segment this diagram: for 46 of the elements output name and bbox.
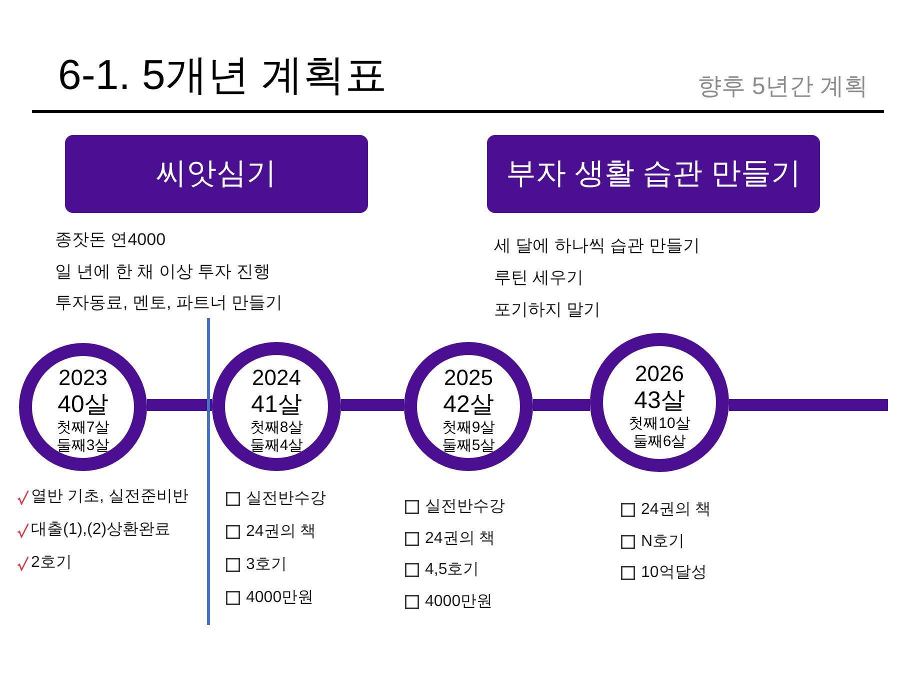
year-text: 2023 (58, 365, 108, 391)
child-age-text: 첫째7살 (56, 419, 110, 437)
age-text: 42살 (443, 390, 494, 418)
child-age-text: 첫째9살 (442, 418, 496, 436)
age-text: 43살 (634, 386, 685, 414)
timeline-line (146, 399, 212, 411)
task-text: 24권의 책 (425, 528, 496, 548)
goal-text: 투자동료, 멘토, 파트너 만들기 (55, 292, 283, 314)
year-text: 2024 (252, 364, 301, 390)
task-text: 열반 기초, 실전준비반 (31, 487, 188, 507)
child-age-text: 첫째8살 (250, 418, 304, 436)
phase-box (487, 135, 820, 213)
age-text: 40살 (58, 391, 108, 419)
goal-text: 종잣돈 연4000 (55, 229, 166, 251)
task-text: 24권의 책 (246, 522, 316, 542)
age-text: 41살 (251, 390, 302, 418)
goal-text: 세 달에 하나씩 습관 만들기 (494, 235, 700, 257)
task-text: 실전반수강 (246, 489, 326, 509)
task-text: 실전반수강 (425, 497, 505, 517)
title: 6-1. 5개년 계획표 (58, 50, 388, 100)
phase-title: 씨앗심기 (156, 156, 276, 192)
timeline-line (728, 399, 888, 411)
child-age-text: 둘째4살 (250, 436, 304, 454)
task-text: 4000만원 (246, 588, 314, 608)
phase-title: 부자 생활 습관 만들기 (506, 156, 801, 192)
task-text: 10억달성 (641, 563, 707, 583)
goal-text: 포기하지 말기 (494, 299, 601, 321)
goal-text: 일 년에 한 채 이상 투자 진행 (55, 260, 270, 282)
child-age-text: 둘째3살 (56, 437, 110, 455)
task-text: 4,5호기 (425, 560, 480, 580)
task-text: 24권의 책 (641, 500, 712, 520)
child-age-text: 둘째6살 (632, 432, 686, 450)
year-text: 2026 (635, 360, 684, 386)
task-text: 대출(1),(2)상환완료 (31, 520, 171, 540)
goal-text: 루틴 세우기 (494, 267, 584, 289)
child-age-text: 첫째10살 (628, 414, 690, 432)
subtitle: 향후 5년간 계획 (697, 72, 868, 102)
year-text: 2025 (444, 364, 493, 390)
task-text: 2호기 (31, 553, 72, 573)
task-text: 4000만원 (425, 592, 493, 612)
timeline-line (340, 399, 404, 411)
timeline-line (532, 399, 590, 411)
child-age-text: 둘째5살 (442, 436, 496, 454)
task-text: N호기 (641, 532, 685, 552)
task-text: 3호기 (246, 555, 287, 575)
phase-box (65, 135, 368, 213)
